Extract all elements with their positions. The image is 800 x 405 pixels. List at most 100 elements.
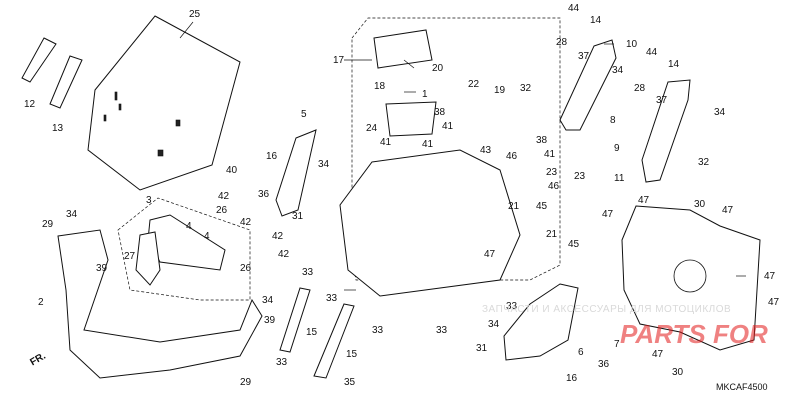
leader-lines: [179, 21, 746, 291]
callout-label: 10: [626, 39, 638, 50]
bracket-24: [385, 101, 437, 137]
garnish-5: [275, 129, 317, 217]
callout-label: 33: [506, 301, 518, 312]
diagram-code: MKCAF4500: [716, 382, 768, 392]
callout-label: 11: [614, 173, 625, 184]
inner-panel-27: [135, 231, 161, 286]
callout-label: 43: [480, 145, 492, 156]
callout-label: 45: [536, 201, 548, 212]
callout-label: 15: [346, 349, 358, 360]
callout-label: 40: [226, 165, 238, 176]
callout-label: 26: [240, 263, 252, 274]
callout-label: 23: [574, 171, 586, 182]
callout-label: 24: [366, 123, 378, 134]
rail-11: [641, 79, 691, 183]
rail-10: [559, 39, 617, 131]
callout-label: 41: [380, 137, 392, 148]
callout-label: 8: [610, 115, 616, 126]
strip-15b: [313, 303, 355, 379]
callout-label: 3: [146, 195, 152, 206]
frame-ring: [673, 259, 707, 293]
callout-label: 21: [546, 229, 558, 240]
callout-label: 30: [694, 199, 706, 210]
callout-label: 38: [434, 107, 446, 118]
callout-label: 5: [301, 109, 307, 120]
strip-13: [49, 55, 83, 109]
group-3-outline: [117, 197, 251, 301]
callout-label: 2: [38, 297, 44, 308]
callout-label: 34: [262, 295, 274, 306]
callout-label: 16: [266, 151, 278, 162]
callout-label: 16: [566, 373, 578, 384]
frame-assembly-7: [621, 205, 761, 351]
callout-label: 34: [66, 209, 78, 220]
callout-label: 31: [476, 343, 488, 354]
callout-label: 34: [488, 319, 500, 330]
strip-12: [21, 37, 57, 83]
callout-label: 44: [646, 47, 658, 58]
callout-label: 47: [638, 195, 650, 206]
callout-label: 4: [204, 231, 210, 242]
callout-label: 41: [422, 139, 434, 150]
callout-label: 38: [536, 135, 548, 146]
watermark-logo: PARTS FOR: [620, 319, 768, 349]
callout-label: 33: [372, 325, 384, 336]
callout-label: 33: [326, 293, 338, 304]
callout-label: 29: [42, 219, 54, 230]
callout-label: 29: [240, 377, 252, 388]
callout-label: 47: [484, 249, 496, 260]
callout-label: 42: [278, 249, 290, 260]
callout-label: 22: [468, 79, 480, 90]
callout-label: 17: [333, 55, 345, 66]
callout-label: 41: [442, 121, 454, 132]
callout-label: 47: [602, 209, 614, 220]
callout-label: 13: [52, 123, 64, 134]
callout-label: 46: [506, 151, 518, 162]
group-17-outline: [351, 17, 561, 281]
callout-label: 44: [568, 3, 580, 14]
callout-label: 9: [614, 143, 620, 154]
callout-label: 39: [96, 263, 108, 274]
strip-15a: [279, 287, 311, 353]
lower-cover-6: [503, 283, 579, 361]
front-cowl: [57, 229, 263, 379]
callout-label: 31: [292, 211, 304, 222]
callout-label: 35: [344, 377, 356, 388]
callout-label: 21: [508, 201, 520, 212]
callout-label: 47: [768, 297, 780, 308]
callout-label: 42: [240, 217, 252, 228]
callout-label: 47: [764, 271, 776, 282]
inner-cowl: [339, 149, 521, 297]
callout-label: 28: [634, 83, 646, 94]
callout-label: 34: [318, 159, 330, 170]
callout-label: 14: [668, 59, 680, 70]
callout-label: 33: [302, 267, 314, 278]
callout-label: 34: [714, 107, 726, 118]
callout-label: 30: [672, 367, 684, 378]
callout-label: 33: [276, 357, 288, 368]
callout-label: 37: [578, 51, 590, 62]
callout-label: 4: [186, 221, 192, 232]
callout-label: 20: [432, 63, 444, 74]
callout-label: 46: [548, 181, 560, 192]
callout-label: 14: [590, 15, 602, 26]
callout-label: 25: [189, 9, 201, 20]
callout-label: 1: [422, 89, 428, 100]
watermark-text: ЗАПЧАСТИ И АКСЕССУАРЫ ДЛЯ МОТОЦИКЛОВ: [482, 304, 732, 315]
callout-label: 36: [258, 189, 270, 200]
callout-label: 47: [652, 349, 664, 360]
callout-label: 12: [24, 99, 36, 110]
callout-label: 32: [520, 83, 532, 94]
callout-label: 41: [544, 149, 556, 160]
callout-label: 36: [598, 359, 610, 370]
callout-label: 27: [124, 251, 136, 262]
callout-label: 7: [614, 339, 620, 350]
callout-label: 19: [494, 85, 506, 96]
callout-label: 18: [374, 81, 386, 92]
callout-label: 28: [556, 37, 568, 48]
callout-label: 39: [264, 315, 276, 326]
callout-label: 32: [698, 157, 710, 168]
callout-label: 42: [272, 231, 284, 242]
